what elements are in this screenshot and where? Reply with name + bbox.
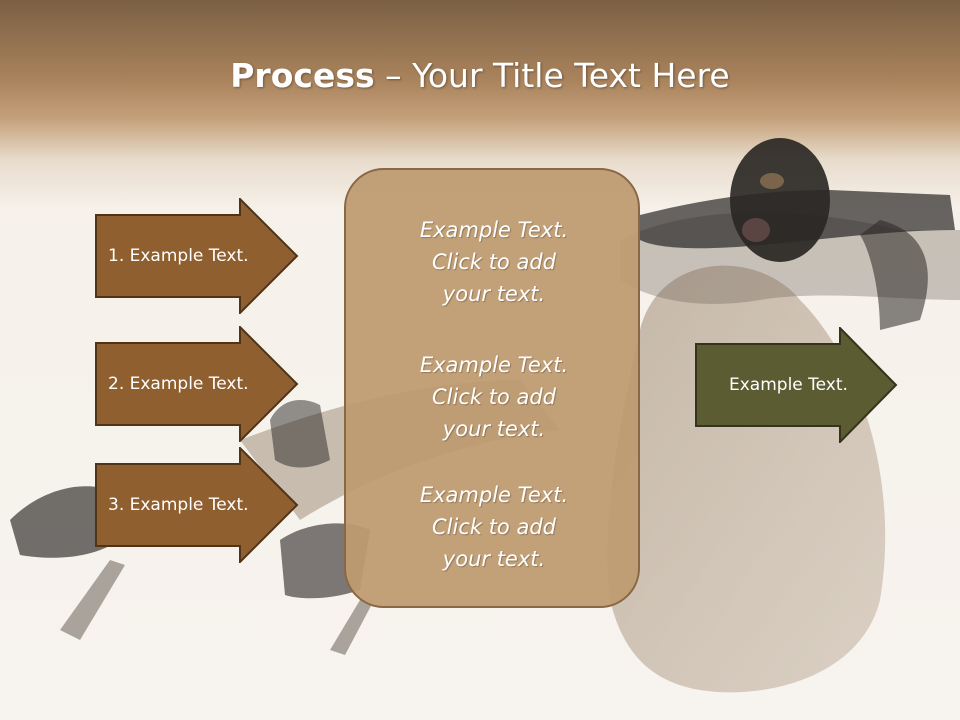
center-block-3-line1: Example Text.: [419, 483, 569, 507]
left-arrow-2[interactable]: 2. Example Text.: [95, 326, 300, 442]
left-arrow-3[interactable]: 3. Example Text.: [95, 447, 300, 563]
center-block-2-line2: Click to add: [431, 385, 556, 409]
left-arrow-3-label: 3. Example Text.: [108, 495, 249, 515]
center-block-3-line3: your text.: [442, 547, 546, 571]
left-arrow-1[interactable]: 1. Example Text.: [95, 198, 300, 314]
center-block-2-line1: Example Text.: [419, 353, 569, 377]
center-block-3-line2: Click to add: [431, 515, 556, 539]
left-arrow-2-label: 2. Example Text.: [108, 374, 249, 394]
center-block-2: Example Text. Click to add your text.: [346, 349, 642, 445]
center-block-3: Example Text. Click to add your text.: [346, 479, 642, 575]
center-text-box[interactable]: Example Text. Click to add your text. Ex…: [344, 168, 640, 608]
right-arrow[interactable]: Example Text.: [695, 327, 899, 443]
center-block-1: Example Text. Click to add your text.: [346, 214, 642, 310]
center-block-1-line3: your text.: [442, 282, 546, 306]
slide-title[interactable]: Process – Your Title Text Here: [0, 56, 960, 95]
center-block-1-line2: Click to add: [431, 250, 556, 274]
left-arrow-1-label: 1. Example Text.: [108, 246, 249, 266]
title-bold: Process: [230, 56, 375, 95]
center-block-2-line3: your text.: [442, 417, 546, 441]
center-block-1-line1: Example Text.: [419, 218, 569, 242]
right-arrow-label: Example Text.: [729, 375, 848, 395]
title-rest: – Your Title Text Here: [374, 56, 730, 95]
